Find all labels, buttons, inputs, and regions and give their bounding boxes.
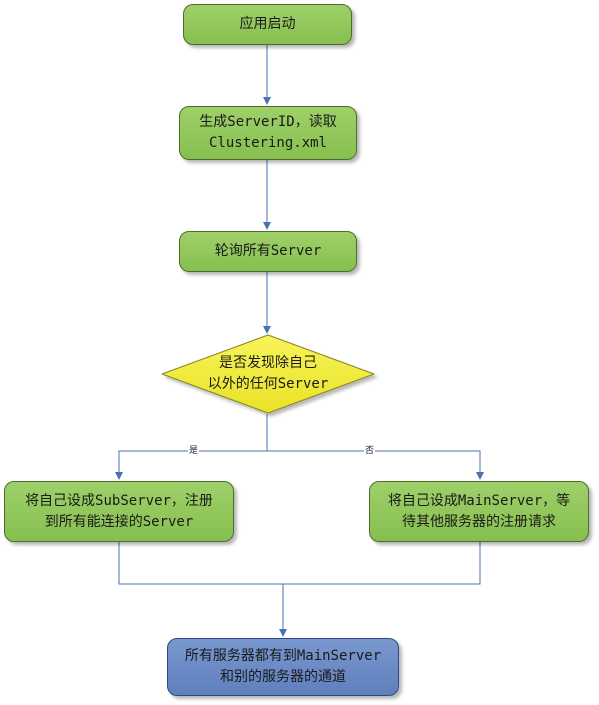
decision-diamond	[161, 334, 375, 414]
poll-servers-node: 轮询所有Server	[179, 231, 357, 272]
sub-server-node: 将自己设成SubServer，注册 到所有能连接的Server	[4, 481, 234, 542]
sub-server-node-label: 将自己设成SubServer，注册 到所有能连接的Server	[25, 492, 213, 530]
generate-id-node: 生成ServerID，读取 Clustering.xml	[179, 106, 357, 160]
poll-servers-node-label: 轮询所有Server	[214, 243, 322, 259]
edge-label-yes: 是	[188, 446, 200, 456]
edge-sub-to-merge	[118, 542, 283, 585]
generate-id-node-label: 生成ServerID，读取 Clustering.xml	[199, 114, 337, 151]
start-node-label: 应用启动	[239, 16, 296, 32]
edge-decision-no	[267, 450, 484, 480]
main-server-node-label: 将自己设成MainServer，等 待其他服务器的注册请求	[387, 492, 571, 530]
main-server-node: 将自己设成MainServer，等 待其他服务器的注册请求	[369, 481, 589, 542]
edge-main-to-merge	[283, 542, 481, 585]
start-node: 应用启动	[183, 4, 352, 45]
end-node-label: 所有服务器都有到MainServer 和别的服务器的通道	[184, 648, 382, 685]
edge-decision-yes	[115, 450, 267, 480]
end-node: 所有服务器都有到MainServer 和别的服务器的通道	[167, 638, 399, 696]
edge-label-no: 否	[364, 446, 376, 456]
decision-node-label: 是否发现除自己 以外的任何Server	[207, 355, 329, 392]
